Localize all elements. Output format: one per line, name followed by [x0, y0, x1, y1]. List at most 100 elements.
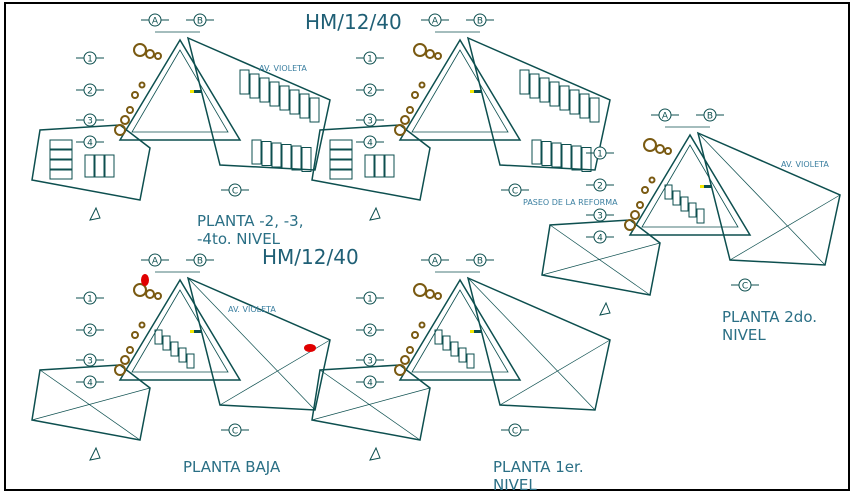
parking-stall: [84, 154, 95, 178]
grid-bubble: [593, 230, 607, 244]
room: [680, 196, 689, 212]
plan-title-primer: PLANTA 1er. NIVEL: [493, 458, 584, 494]
plan-title-line1: PLANTA 1er.: [493, 458, 584, 476]
diagonal: [319, 369, 421, 441]
parking-stall: [239, 69, 250, 95]
parking-stall: [251, 139, 262, 165]
plan-title-baja: PLANTA BAJA: [183, 458, 280, 476]
parking-stall: [269, 81, 280, 107]
grid-axis-label: 2: [87, 87, 93, 97]
parking-stall: [519, 69, 530, 95]
parking-stall: [94, 154, 105, 178]
grid-bubble: [193, 253, 207, 267]
room: [672, 190, 681, 206]
grid-bubble: [658, 108, 672, 122]
tree-icon: [418, 81, 426, 89]
parking-stall: [531, 139, 542, 165]
room: [450, 341, 459, 357]
right-wing: [186, 36, 331, 171]
diagonal: [499, 339, 611, 406]
grid-axis-label: 3: [367, 117, 373, 127]
tree-icon: [406, 346, 414, 354]
grid-axis-label: 4: [367, 139, 373, 149]
street-label-reforma: PASEO DE LA REFORMA: [523, 198, 618, 207]
right-wing: [466, 36, 611, 171]
level-marker: [190, 90, 194, 93]
grid-axis-label: B: [477, 257, 483, 267]
sheet-frame: [4, 2, 850, 491]
tree-icon: [624, 219, 636, 231]
tree-icon: [411, 331, 419, 339]
tree-icon: [648, 176, 656, 184]
grid-bubble: [703, 108, 717, 122]
parking-stall: [561, 144, 572, 169]
parking-stall: [329, 169, 353, 180]
parking-stall: [301, 147, 312, 172]
left-wing: [311, 124, 431, 201]
grid-axis-label: 2: [87, 327, 93, 337]
building-core: [118, 38, 242, 141]
plan-title-line1: PLANTA -2, -3,: [197, 212, 304, 230]
street-label-violeta: AV. VIOLETA: [228, 305, 276, 314]
parking-stall: [49, 139, 73, 150]
tree-icon: [145, 289, 155, 299]
building-core: [398, 38, 522, 141]
parking-stall: [539, 77, 550, 103]
grid-axis-label: A: [152, 257, 159, 267]
grid-bubble: [83, 83, 97, 97]
level-marker: [190, 330, 194, 333]
tree-icon: [138, 81, 146, 89]
tree-icon: [418, 321, 426, 329]
left-wing: [31, 364, 151, 441]
sheet-code-bottom: HM/12/40: [262, 245, 359, 269]
grid-axis-label: 4: [87, 139, 93, 149]
tree-icon: [114, 124, 126, 136]
inner-wall: [131, 289, 229, 373]
grid-bubble: [83, 51, 97, 65]
room: [696, 208, 705, 224]
parking-stall: [541, 141, 552, 166]
tree-icon: [138, 321, 146, 329]
grid-axis-label: C: [232, 427, 238, 437]
tree-icon: [643, 138, 657, 152]
grid-axis-label: B: [197, 17, 203, 27]
tree-icon: [411, 91, 419, 99]
grid-bubble: [363, 375, 377, 389]
tree-icon: [655, 144, 665, 154]
room: [442, 335, 451, 351]
grid-axis-label: 2: [367, 87, 373, 97]
parking-stall: [569, 89, 580, 115]
parking-stall: [571, 145, 582, 171]
grid-axis-label: 3: [367, 357, 373, 367]
plan-title-line2: NIVEL: [493, 476, 537, 494]
left-wing: [541, 219, 661, 296]
tree-icon: [120, 355, 130, 365]
grid-bubble: [228, 183, 242, 197]
grid-bubble: [83, 323, 97, 337]
level-marker: [704, 185, 712, 188]
grid-bubble: [83, 135, 97, 149]
diagonal: [697, 132, 826, 266]
tree-icon: [400, 355, 410, 365]
parking-stall: [259, 77, 270, 103]
grid-axis-label: 1: [597, 150, 603, 160]
parking-stall: [364, 154, 375, 178]
grid-axis-label: A: [432, 257, 439, 267]
parking-stall: [329, 159, 353, 170]
plan-title-line2: -4to. NIVEL: [197, 230, 281, 248]
grid-axis-label: A: [662, 112, 669, 122]
parking-stall: [329, 149, 353, 160]
grid-bubble: [83, 353, 97, 367]
room: [458, 347, 467, 363]
tree-icon: [400, 115, 410, 125]
grid-bubble: [508, 423, 522, 437]
north-arrow-icon: [369, 446, 381, 461]
grid-axis-label: 3: [597, 212, 603, 222]
parking-stall: [49, 149, 73, 160]
tree-icon: [413, 43, 427, 57]
grid-bubble: [363, 135, 377, 149]
diagonal: [729, 194, 841, 261]
